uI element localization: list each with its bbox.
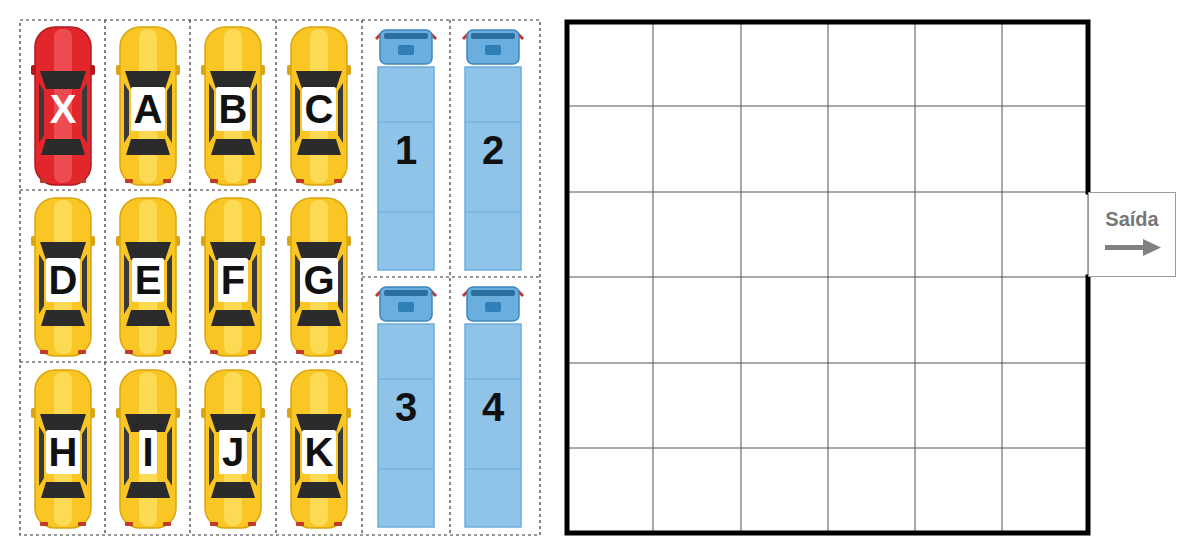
car-piece: H (30, 368, 96, 530)
piece-label: X (46, 87, 81, 131)
car-piece: G (286, 196, 352, 358)
car-piece: J (200, 368, 266, 530)
truck-piece: 2 (461, 27, 525, 272)
car-piece: E (115, 196, 181, 358)
exit-label: Saída (1105, 209, 1158, 229)
board-border (567, 22, 1088, 533)
car-piece: A (115, 25, 181, 187)
piece-label: 2 (482, 130, 504, 170)
car-piece: C (286, 25, 352, 187)
piece-label: D (46, 258, 81, 302)
piece-label: H (46, 430, 81, 474)
piece-label: 1 (395, 130, 417, 170)
car-piece: D (30, 196, 96, 358)
car-piece: K (286, 368, 352, 530)
exit-box: Saída (1088, 192, 1176, 277)
truck-piece: 3 (374, 284, 438, 529)
parking-dashes (20, 20, 540, 535)
piece-label: 3 (395, 387, 417, 427)
car-piece: F (200, 196, 266, 358)
board-grid (567, 22, 1088, 533)
piece-label: F (218, 258, 248, 302)
car-piece: B (200, 25, 266, 187)
car-piece: I (115, 368, 181, 530)
piece-label: E (132, 258, 165, 302)
piece-label: C (302, 87, 337, 131)
piece-label: B (216, 87, 251, 131)
truck-piece: 4 (461, 284, 525, 529)
piece-label: A (131, 87, 166, 131)
truck-piece: 1 (374, 27, 438, 272)
piece-label: J (219, 430, 247, 474)
car-piece: X (30, 25, 96, 187)
piece-label: G (300, 258, 337, 302)
piece-label: I (139, 430, 156, 474)
piece-label: 4 (482, 387, 504, 427)
piece-label: K (302, 430, 337, 474)
exit-arrow (1089, 193, 1177, 278)
